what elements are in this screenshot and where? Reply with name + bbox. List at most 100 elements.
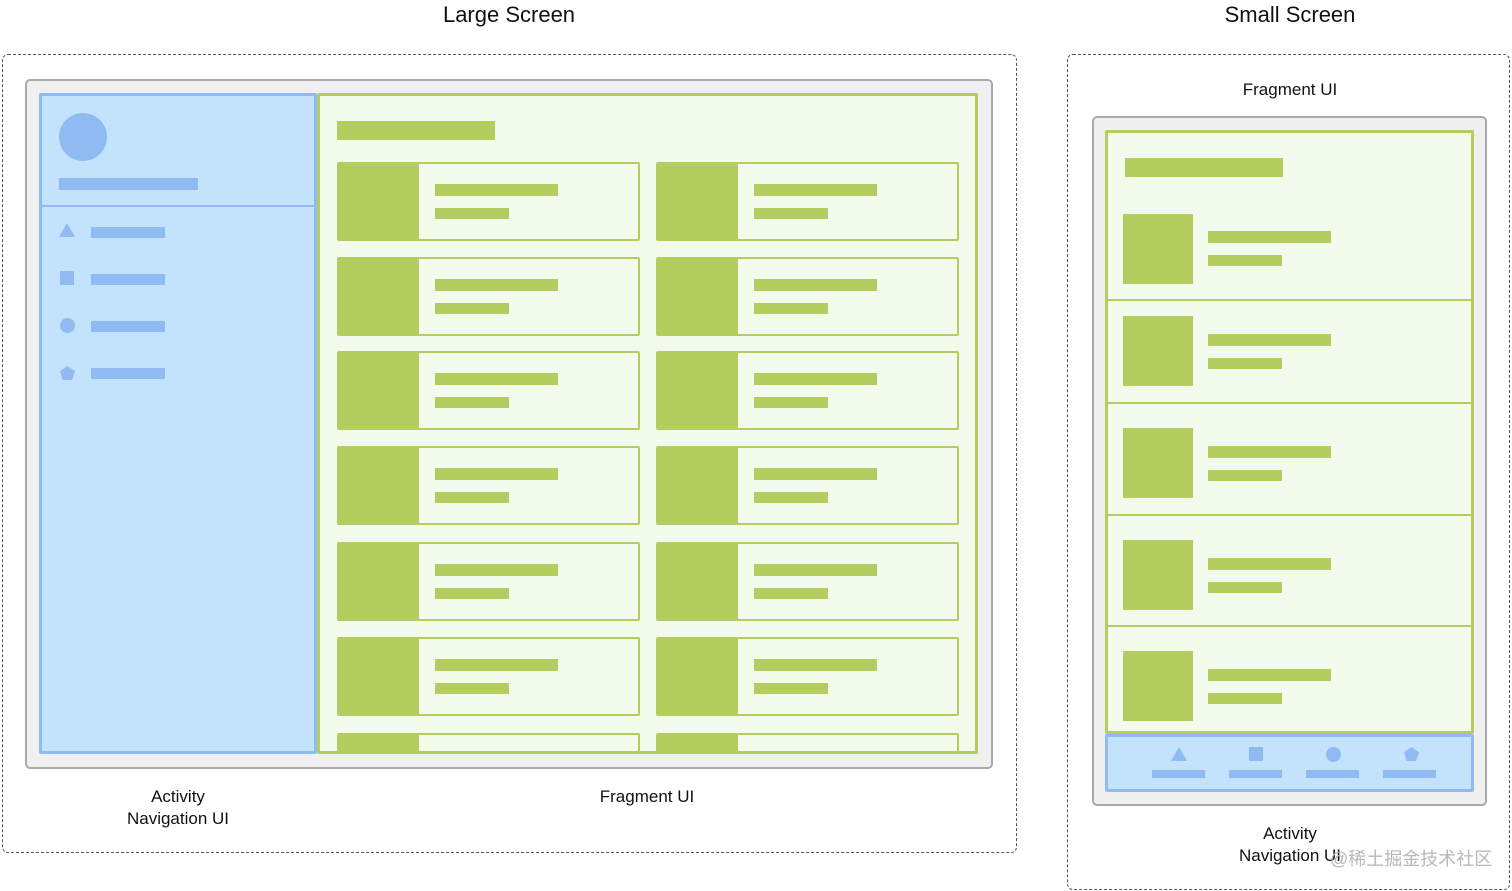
list-item-text-bar xyxy=(1208,231,1331,243)
list-item-text-bar xyxy=(1208,255,1282,266)
card-thumbnail xyxy=(339,164,419,239)
list-card xyxy=(656,162,959,241)
list-card xyxy=(337,162,640,241)
list-item-text-bar xyxy=(1208,669,1331,681)
card-text-bar xyxy=(435,588,509,599)
card-text-bar xyxy=(754,279,877,291)
card-text-bar xyxy=(754,208,828,219)
large-screen-frame xyxy=(2,54,1017,853)
card-thumbnail xyxy=(658,448,738,523)
card-text-bar xyxy=(435,373,558,385)
list-item xyxy=(1108,627,1471,731)
small-fragment-content xyxy=(1105,130,1474,734)
drawer-item-bar xyxy=(91,227,165,238)
list-card xyxy=(656,351,959,430)
card-text-bar xyxy=(435,683,509,694)
list-card xyxy=(656,637,959,716)
list-card xyxy=(337,257,640,336)
small-screen-frame xyxy=(1067,54,1510,890)
card-text-bar xyxy=(754,564,877,576)
card-text-bar xyxy=(754,303,828,314)
card-text-bar xyxy=(754,659,877,671)
card-thumbnail xyxy=(339,353,419,428)
card-text-bar xyxy=(435,659,558,671)
card-text-bar xyxy=(435,564,558,576)
list-card xyxy=(337,733,640,751)
list-item xyxy=(1108,301,1471,404)
small-screen-title: Small Screen xyxy=(1224,2,1356,27)
card-thumbnail xyxy=(339,639,419,714)
watermark: @稀土掘金技术社区 xyxy=(1330,849,1493,869)
pentagon-icon xyxy=(1404,747,1419,761)
list-item-text-bar xyxy=(1208,446,1331,458)
card-thumbnail xyxy=(658,259,738,334)
list-item-thumbnail xyxy=(1123,214,1193,284)
list-card xyxy=(337,637,640,716)
square-icon xyxy=(60,271,74,285)
card-text-bar xyxy=(435,303,509,314)
drawer-divider xyxy=(42,205,314,207)
drawer-header-bar xyxy=(59,178,198,190)
list-item xyxy=(1108,404,1471,516)
fragment-header-bar xyxy=(337,121,495,140)
card-text-bar xyxy=(754,588,828,599)
square-icon xyxy=(1249,747,1263,761)
list-card xyxy=(337,542,640,621)
bottom-nav-bar xyxy=(1152,770,1205,778)
large-screen-title: Large Screen xyxy=(442,2,576,27)
list-card xyxy=(656,446,959,525)
list-card xyxy=(656,257,959,336)
drawer-item-bar xyxy=(91,321,165,332)
card-text-bar xyxy=(754,184,877,196)
bottom-nav-bar xyxy=(1229,770,1282,778)
card-text-bar xyxy=(435,468,558,480)
triangle-icon xyxy=(59,223,75,237)
drawer-item-bar xyxy=(91,274,165,285)
small-fragment-header-bar xyxy=(1125,158,1283,177)
large-fragment-label: Fragment UI xyxy=(599,787,695,806)
circle-icon xyxy=(60,318,75,333)
circle-icon xyxy=(1326,747,1341,762)
card-thumbnail xyxy=(658,353,738,428)
bottom-nav-bar xyxy=(1383,770,1436,778)
list-card xyxy=(656,542,959,621)
card-thumbnail xyxy=(339,735,419,751)
list-item-text-bar xyxy=(1208,582,1282,593)
card-text-bar xyxy=(754,397,828,408)
triangle-icon xyxy=(1171,747,1187,761)
list-item-thumbnail xyxy=(1123,651,1193,721)
card-text-bar xyxy=(754,492,828,503)
list-item-thumbnail xyxy=(1123,540,1193,610)
bottom-navigation xyxy=(1105,734,1474,792)
card-thumbnail xyxy=(658,544,738,619)
list-item-thumbnail xyxy=(1123,428,1193,498)
card-thumbnail xyxy=(658,735,738,751)
list-item xyxy=(1108,133,1471,301)
list-item-thumbnail xyxy=(1123,316,1193,386)
list-card xyxy=(337,446,640,525)
card-text-bar xyxy=(435,184,558,196)
list-card xyxy=(656,733,959,751)
card-thumbnail xyxy=(658,639,738,714)
bottom-nav-bar xyxy=(1306,770,1359,778)
card-thumbnail xyxy=(339,448,419,523)
fragment-content xyxy=(317,93,978,754)
drawer-item-bar xyxy=(91,368,165,379)
large-activity-label: Activity Navigation UI xyxy=(126,787,230,828)
list-item-text-bar xyxy=(1208,334,1331,346)
card-text-bar xyxy=(754,373,877,385)
pentagon-icon xyxy=(60,366,75,380)
list-item-text-bar xyxy=(1208,358,1282,369)
list-item xyxy=(1108,516,1471,627)
avatar-circle xyxy=(59,113,107,161)
card-text-bar xyxy=(435,492,509,503)
card-text-bar xyxy=(754,683,828,694)
card-thumbnail xyxy=(658,164,738,239)
card-text-bar xyxy=(754,468,877,480)
list-item-text-bar xyxy=(1208,470,1282,481)
small-activity-label: Activity Navigation UI xyxy=(1238,824,1342,865)
card-text-bar xyxy=(435,279,558,291)
list-card xyxy=(337,351,640,430)
list-item-text-bar xyxy=(1208,558,1331,570)
card-text-bar xyxy=(435,208,509,219)
